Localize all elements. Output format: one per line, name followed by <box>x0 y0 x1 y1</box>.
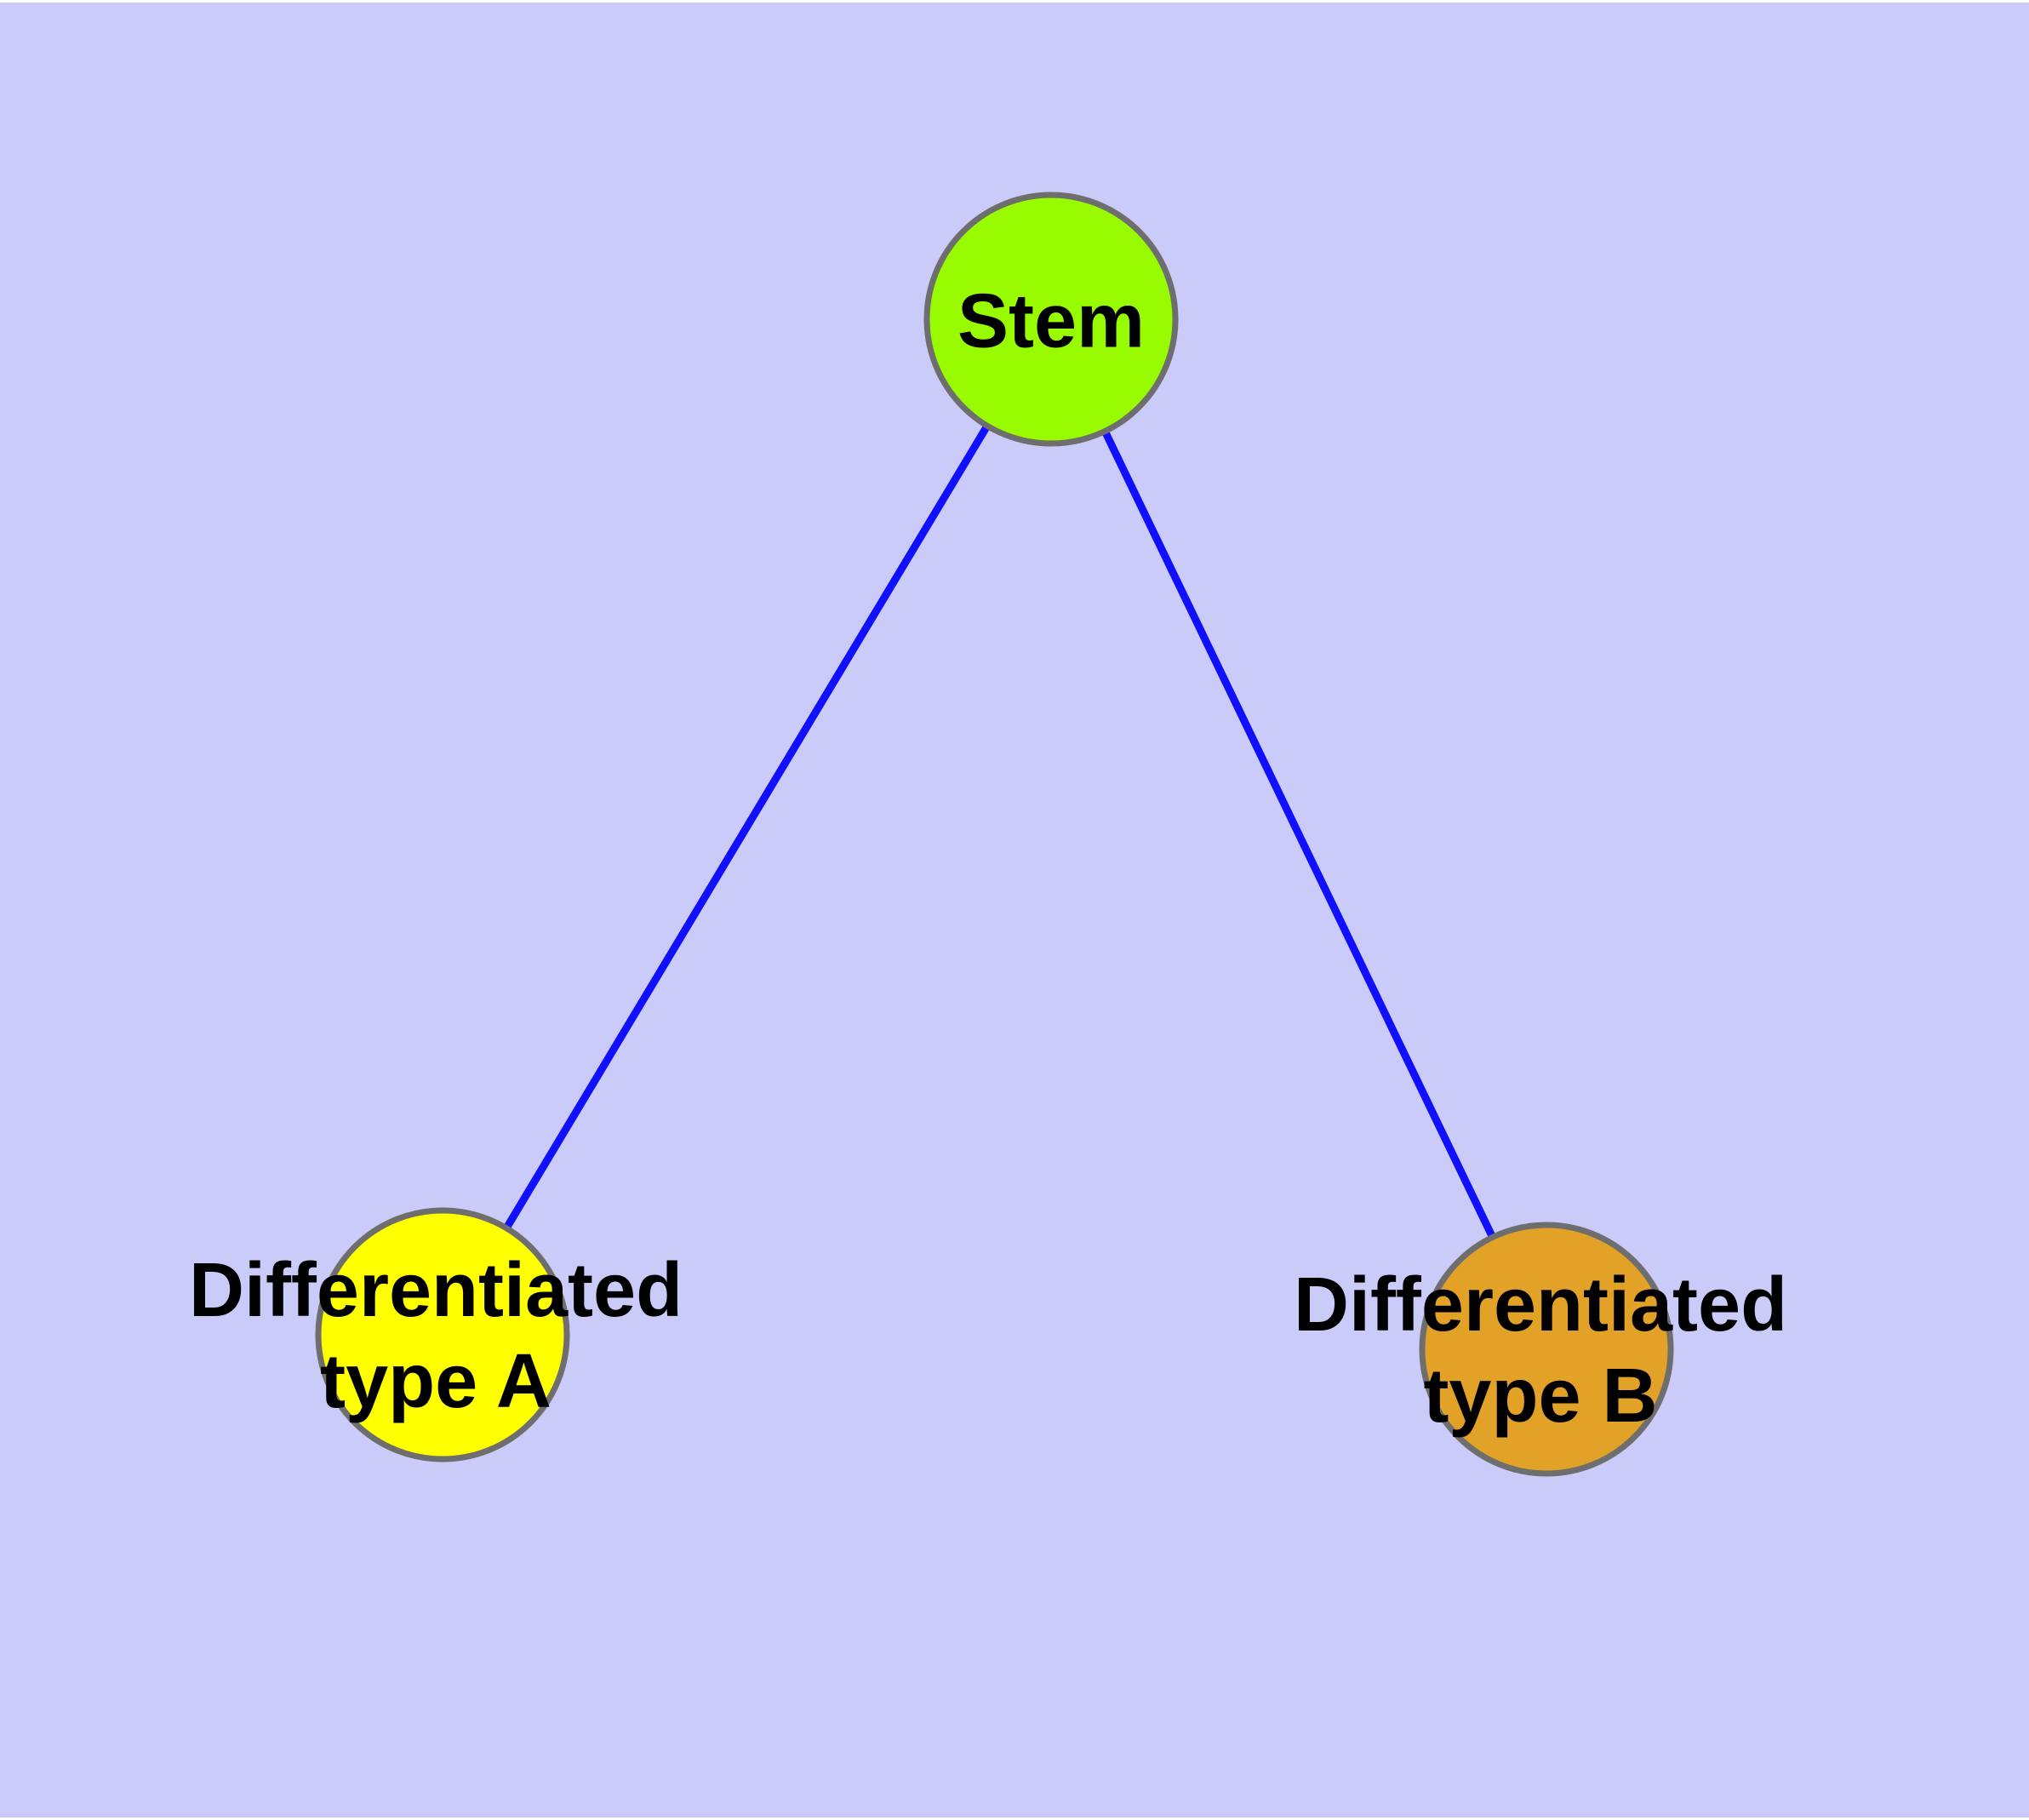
node-stem <box>923 192 1179 447</box>
graph-canvas: Stem Differentiated type A Differentiate… <box>0 3 2029 1817</box>
node-type-a <box>315 1207 570 1462</box>
edge-stem-to-type-a <box>439 317 1055 1337</box>
graph-svg <box>315 192 1674 1477</box>
node-type-a-label: Differentiated type A <box>188 1248 683 1424</box>
node-stem-label: Stem <box>957 278 1146 364</box>
node-type-b <box>1419 1222 1674 1477</box>
node-type-b-label: Differentiated type B <box>1293 1262 1788 1439</box>
edge-stem-to-type-b <box>1047 318 1551 1351</box>
